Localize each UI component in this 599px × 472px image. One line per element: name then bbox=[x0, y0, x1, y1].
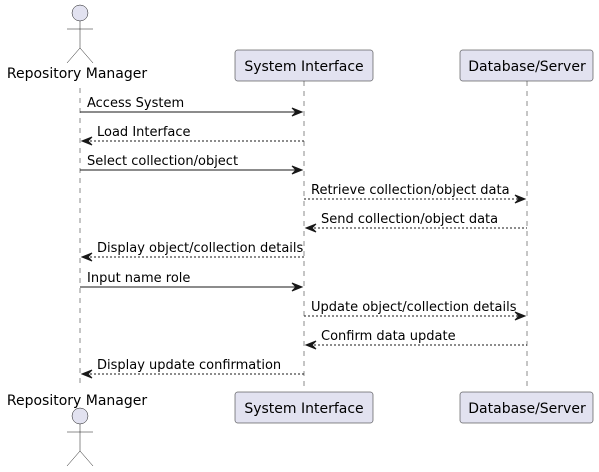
arrowhead-icon bbox=[291, 282, 304, 292]
arrowhead-icon bbox=[80, 136, 93, 146]
message-label: Confirm data update bbox=[321, 329, 456, 344]
message-label: Send collection/object data bbox=[321, 212, 498, 227]
message-confirm-update: Confirm data update bbox=[304, 329, 527, 350]
arrowhead-icon bbox=[514, 194, 527, 204]
message-display-confirmation: Display update confirmation bbox=[80, 358, 304, 379]
participant-label: System Interface bbox=[244, 59, 363, 75]
actor-label-bottom: Repository Manager bbox=[7, 393, 148, 409]
arrowhead-icon bbox=[304, 223, 317, 233]
message-input-name-role: Input name role bbox=[80, 271, 304, 292]
message-select-collection-object: Select collection/object bbox=[80, 154, 304, 175]
message-load-interface: Load Interface bbox=[80, 125, 304, 146]
message-label: Access System bbox=[87, 96, 184, 111]
message-label: Input name role bbox=[87, 271, 190, 286]
arrowhead-icon bbox=[291, 165, 304, 175]
arrowhead-icon bbox=[304, 340, 317, 350]
message-label: Display update confirmation bbox=[97, 358, 281, 373]
message-send-data: Send collection/object data bbox=[304, 212, 527, 233]
message-label: Select collection/object bbox=[87, 154, 238, 169]
participant-label: Database/Server bbox=[468, 401, 586, 417]
message-update-details: Update object/collection details bbox=[304, 300, 527, 321]
participant-box-system-interface-bottom: System Interface bbox=[234, 391, 374, 424]
message-label: Retrieve collection/object data bbox=[311, 183, 510, 198]
message-label: Update object/collection details bbox=[311, 300, 517, 315]
arrowhead-icon bbox=[514, 311, 527, 321]
message-access-system: Access System bbox=[80, 96, 304, 117]
message-label: Display object/collection details bbox=[97, 241, 304, 256]
message-label: Load Interface bbox=[97, 125, 191, 140]
arrowhead-icon bbox=[80, 369, 93, 379]
message-retrieve-data: Retrieve collection/object data bbox=[304, 183, 527, 204]
stick-figure-icon bbox=[66, 407, 94, 467]
message-display-details: Display object/collection details bbox=[80, 241, 304, 262]
arrowhead-icon bbox=[80, 252, 93, 262]
participant-label: System Interface bbox=[244, 401, 363, 417]
participant-label: Database/Server bbox=[468, 59, 586, 75]
participant-box-database-server-bottom: Database/Server bbox=[459, 391, 594, 424]
participant-box-system-interface-top: System Interface bbox=[234, 49, 374, 82]
arrowhead-icon bbox=[291, 107, 304, 117]
actor-label-top: Repository Manager bbox=[7, 66, 148, 82]
stick-figure-icon bbox=[66, 4, 94, 64]
participant-box-database-server-top: Database/Server bbox=[459, 49, 594, 82]
